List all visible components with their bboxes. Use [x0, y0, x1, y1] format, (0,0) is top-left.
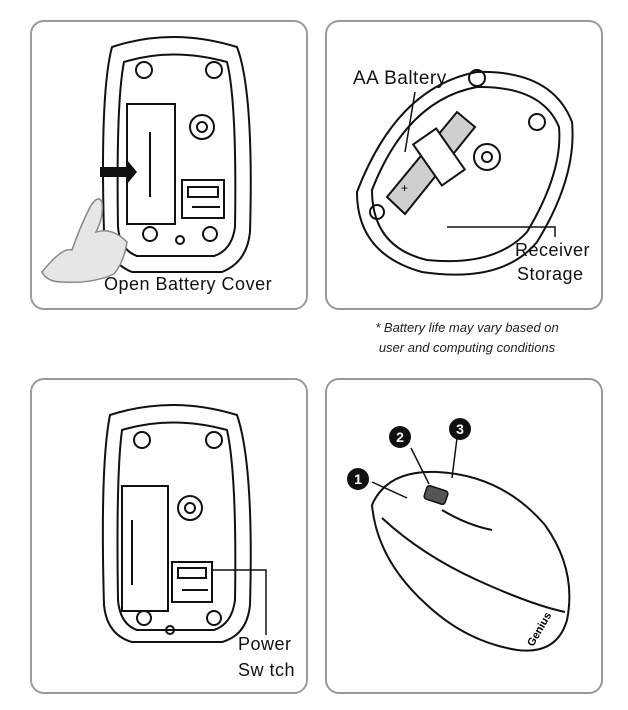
- battery-insertion-illustration: +: [355, 69, 574, 276]
- scroll-wheel-number: 2: [389, 426, 411, 448]
- right-button-number: 3: [449, 418, 471, 440]
- hand-icon: [41, 198, 128, 284]
- receiver-label: Receiver: [515, 240, 591, 260]
- open-battery-cover-panel: Open Battery Cover: [30, 20, 308, 310]
- power-label: Power: [238, 634, 292, 654]
- switch-label: Sw tch: [238, 660, 296, 680]
- scroll-wheel-icon: [423, 484, 449, 506]
- battery-life-note: * Battery life may vary based on user an…: [332, 318, 602, 358]
- note-line-1: * Battery life may vary based on: [375, 320, 559, 335]
- svg-text:+: +: [401, 181, 408, 195]
- power-switch-panel: Power Sw tch: [30, 378, 308, 694]
- mouse-underside-illustration: [41, 36, 252, 284]
- battery-panel: + AA Baltery Receiver Storage: [325, 20, 603, 310]
- left-button-number: 1: [347, 468, 369, 490]
- buttons-panel: Genius 1 2 3: [325, 378, 603, 694]
- storage-label: Storage: [517, 264, 584, 284]
- mouse-top-illustration: Genius: [370, 437, 571, 652]
- mouse-underside-power-illustration: [101, 404, 267, 643]
- note-line-2: user and computing conditions: [378, 340, 556, 355]
- brand-text: Genius: [525, 610, 554, 648]
- open-battery-cover-caption: Open Battery Cover: [104, 274, 273, 294]
- aa-battery-label: AA Baltery: [353, 68, 447, 89]
- receiver-icon: [411, 127, 467, 187]
- arrow-icon: [100, 160, 137, 184]
